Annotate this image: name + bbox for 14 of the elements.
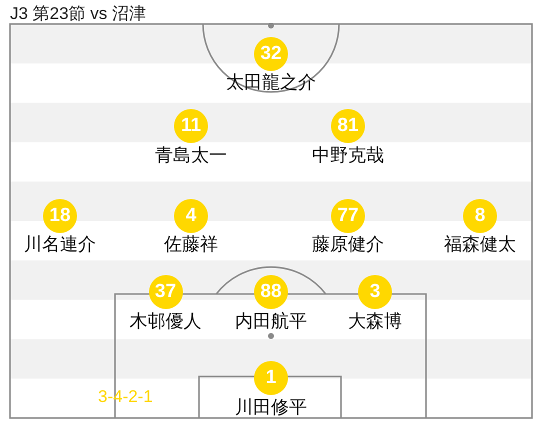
title: J3 第23節 vs 沼津 — [10, 3, 146, 25]
player-name: 福森健太 — [444, 234, 516, 254]
player-name: 青島太一 — [155, 144, 227, 164]
player-name: 中野克哉 — [312, 144, 384, 164]
formation-label: 3-4-2-1 — [98, 387, 153, 407]
player-name: 大森博 — [348, 310, 402, 330]
player-name: 川田修平 — [235, 396, 307, 416]
player-name: 木邨優人 — [130, 310, 202, 330]
player-name: 藤原健介 — [312, 234, 384, 254]
player-name: 内田航平 — [235, 310, 307, 330]
number-circle: 1 — [254, 361, 288, 395]
player-name: 太田龍之介 — [226, 72, 316, 92]
player-name: 川名連介 — [24, 234, 96, 254]
player-name: 佐藤祥 — [164, 234, 218, 254]
